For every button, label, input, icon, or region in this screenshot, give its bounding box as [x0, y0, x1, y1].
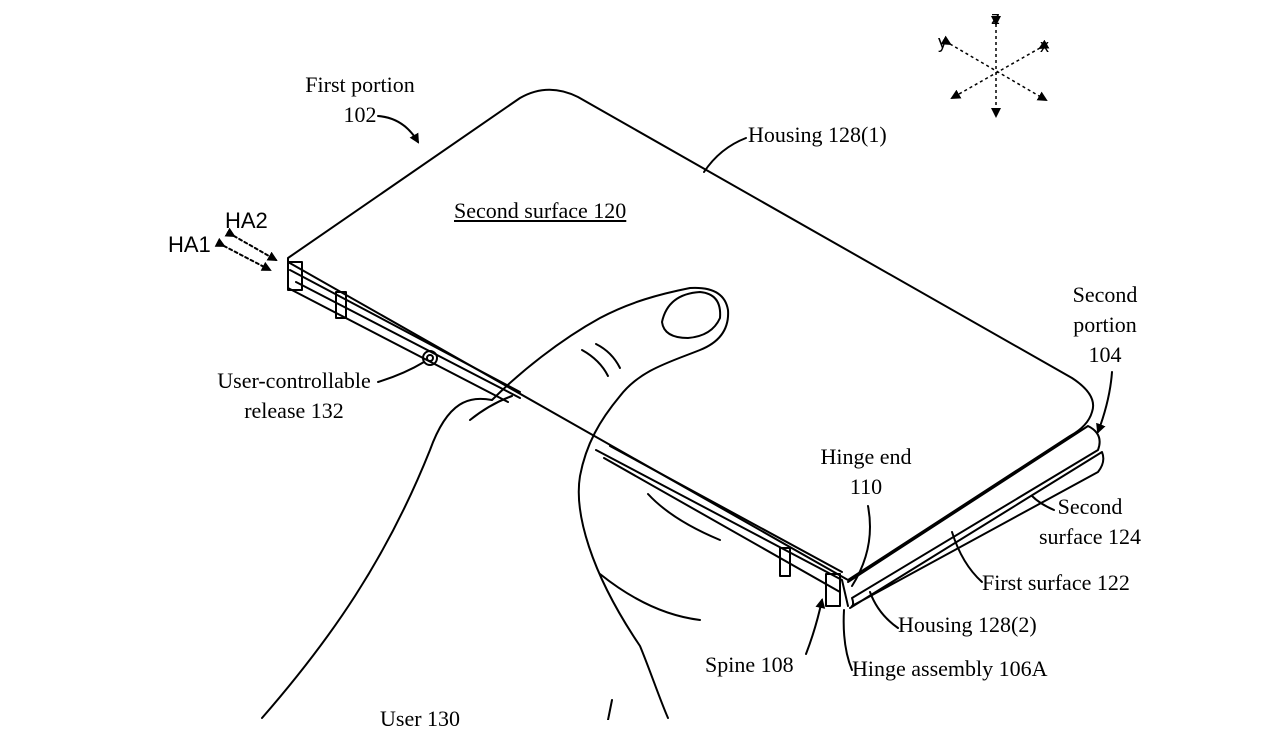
user-controllable-release [422, 350, 438, 366]
label-spine: Spine 108 [705, 652, 794, 677]
second-portion-layers [847, 425, 1105, 609]
label-first-portion: First portion 102 [305, 72, 415, 127]
leader-housing-2 [869, 591, 899, 629]
thumb-nail [661, 291, 722, 339]
label-hinge-assembly: Hinge assembly 106A [852, 656, 1048, 681]
hinge-block-mid-left [335, 291, 347, 319]
label-ha2: HA2 [225, 208, 268, 233]
hinge-block-right [825, 573, 841, 607]
label-ha1: HA1 [168, 232, 211, 257]
hinge-block-left [287, 261, 303, 291]
hinge-block-mid-right [779, 547, 791, 577]
label-housing-1: Housing 128(1) [748, 122, 887, 147]
leader-hinge-end [851, 505, 871, 587]
label-housing-2: Housing 128(2) [898, 612, 1037, 637]
leader-first-portion [377, 115, 420, 144]
leader-second-portion [1096, 371, 1113, 434]
leader-release [377, 361, 425, 383]
label-first-surface-122: First surface 122 [982, 570, 1130, 595]
label-user-controllable-release: User-controllable release 132 [217, 368, 371, 423]
knuckle-lines [581, 343, 621, 377]
first-portion-housing [287, 88, 1094, 581]
leader-spine [805, 598, 826, 655]
axis-x-label: x [1040, 36, 1049, 56]
label-second-portion: Second portion 104 [1072, 282, 1138, 367]
finger-lower [469, 395, 721, 721]
label-user: User 130 [380, 706, 461, 731]
first-portion-edge-lower [595, 449, 849, 607]
leader-first-surface-122 [951, 531, 983, 583]
spine-band [289, 269, 843, 593]
leader-housing-1 [703, 137, 747, 173]
leader-hinge-assembly [842, 609, 853, 671]
leader-second-surface-124 [1031, 495, 1055, 511]
axis-compass [940, 16, 1050, 118]
axis-z-label: z [991, 8, 1000, 28]
label-second-surface-124: Second surface 124 [1038, 494, 1141, 549]
axis-y-label: y [938, 32, 947, 52]
ha2-arrow [224, 227, 278, 261]
label-second-surface-120: Second surface 120 [454, 198, 627, 223]
ha1-arrow [214, 237, 272, 271]
label-hinge-end: Hinge end 110 [820, 444, 912, 499]
user-hand [261, 286, 730, 719]
release-inner [426, 354, 434, 362]
